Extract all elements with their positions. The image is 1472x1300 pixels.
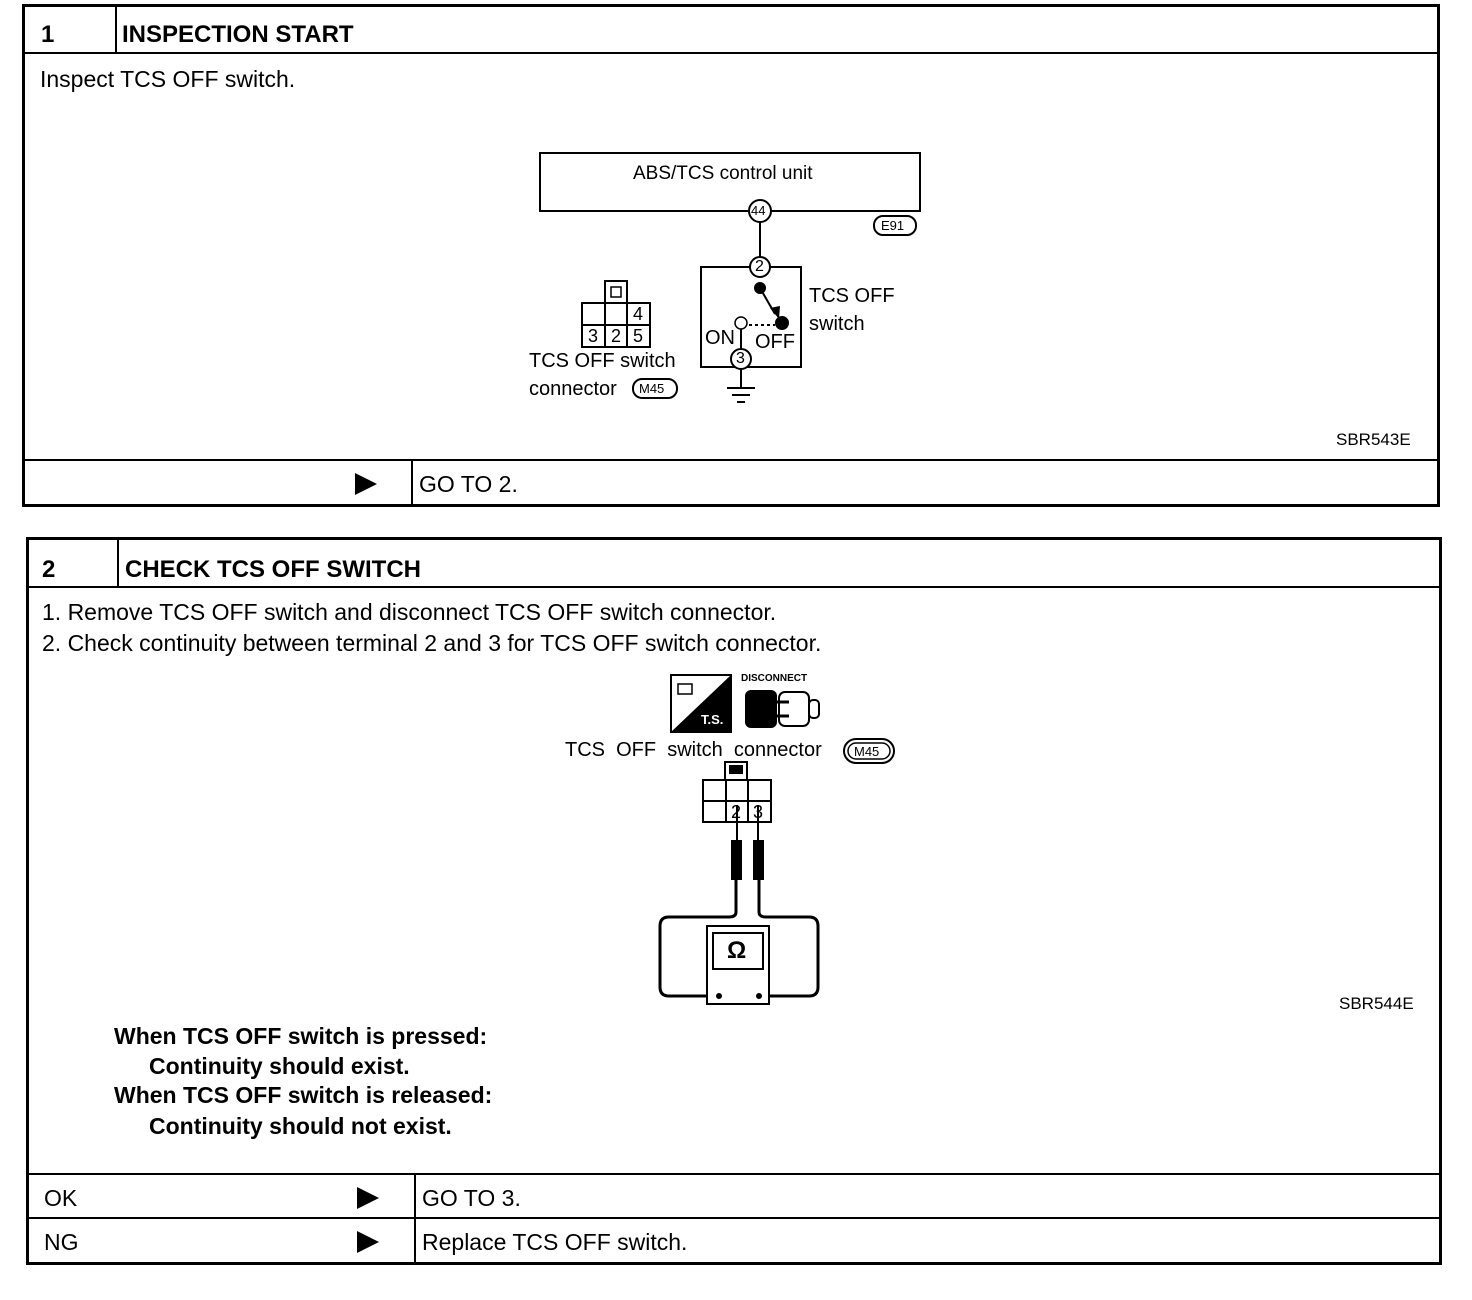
control-unit-label: ABS/TCS control unit [633,163,813,184]
spec-pressed-result: Continuity should exist. [149,1053,410,1079]
spec-released-condition: When TCS OFF switch is released: [114,1082,493,1108]
connector-cell-5: 5 [633,326,644,346]
connector-e91-oval [873,215,917,236]
step-1-result-action: GO TO 2. [419,471,518,497]
terminal-3-label: 3 [736,350,745,367]
connector-cell-3: 3 [588,326,599,346]
step-2-instruction-1: 1. Remove TCS OFF switch and disconnect … [42,599,777,625]
step-2-number: 2 [42,556,56,583]
tester-icon [670,674,732,733]
spec-pressed-condition: When TCS OFF switch is pressed: [114,1023,488,1049]
connector-m45-oval [632,378,678,399]
step-1-box: 1 INSPECTION START Inspect TCS OFF switc… [22,4,1440,507]
terminal-44-label: 44 [751,203,766,218]
connector-face [702,761,772,823]
ohm-symbol: Ω [727,937,747,964]
connector-cell-2: 2 [731,802,742,822]
connector-e91-label: E91 [881,218,905,233]
step-1-title: INSPECTION START [122,21,354,48]
result-ng-label: NG [44,1229,79,1255]
disconnect-label: DISCONNECT [741,673,808,684]
switch-label-line1: TCS OFF [809,285,895,307]
connector-label-line1: TCS OFF switch [529,350,676,372]
disconnect-icon [745,690,820,728]
terminal-2-circle [749,256,771,278]
connector-label-line2: connector [529,378,617,400]
step-2-instruction-2: 2. Check continuity between terminal 2 a… [42,630,822,656]
connector-cell-2: 2 [611,326,622,346]
step-1-number: 1 [41,21,55,48]
figure-code-1: SBR543E [1336,430,1411,449]
control-unit-box [539,152,921,212]
step-1-wiring-diagram [539,152,921,403]
connector-label: TCS OFF switch connector [565,739,822,761]
figure-code-2: SBR544E [1339,994,1414,1013]
connector-face [581,280,651,348]
on-label: ON [705,327,735,349]
connector-cell-4: 4 [633,304,644,324]
connector-m45-label: M45 [854,744,880,759]
step-1-instruction: Inspect TCS OFF switch. [40,66,296,92]
off-label: OFF [755,331,795,353]
step-2-continuity-diagram [658,674,895,1005]
spec-released-result: Continuity should not exist. [149,1113,452,1139]
switch-label-line2: switch [809,313,865,335]
ohmmeter-icon [706,925,770,1005]
terminal-2-label: 2 [755,258,764,275]
right-triangle-arrow-icon [357,1231,379,1253]
step-2-box: 2 CHECK TCS OFF SWITCH 1. Remove TCS OFF… [26,537,1442,1265]
ground-symbol-icon [727,369,755,403]
connector-cell-3: 3 [753,802,764,822]
result-ok-label: OK [44,1185,78,1211]
result-ok-action: GO TO 3. [422,1185,521,1211]
right-triangle-arrow-icon [357,1187,379,1209]
ts-label: T.S. [701,712,724,727]
step-2-title: CHECK TCS OFF SWITCH [125,556,421,583]
connector-m45-label: M45 [639,381,665,396]
connector-m45-oval [843,738,895,764]
result-ng-action: Replace TCS OFF switch. [422,1229,688,1255]
right-triangle-arrow-icon [355,473,377,495]
